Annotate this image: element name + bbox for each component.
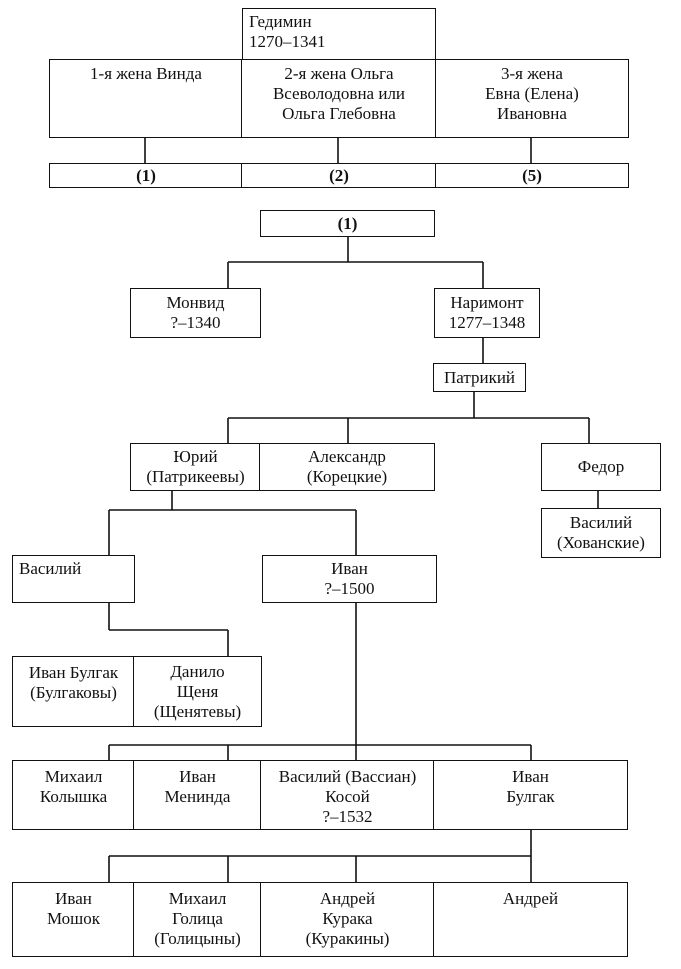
vasiliy-h-house: (Хованские) [557,533,645,552]
node-ivan: Иван ?–1500 [262,555,437,603]
andrey-k-name: Андрей [319,889,376,908]
node-wife-1: 1-я жена Винда [49,59,243,138]
wife-3-line: Евна (Елена) [485,84,579,103]
node-narimont: Наримонт 1277–1348 [434,288,540,338]
node-vasiliy: Василий [12,555,135,603]
mikhail-g-name: Михаил [168,889,227,908]
node-ivan-bulgak: Иван Булгак [433,760,628,830]
mikhail-g-house: (Голицыны) [154,929,241,948]
ivan-mosh-name: Иван [55,889,92,908]
node-mikhail-kolyshka: Михаил Колышка [12,760,135,830]
vasiliy-name: Василий [19,559,82,578]
mikhail-g-nick: Голица [172,909,223,928]
node-wife-2: 2-я жена Ольга Всеволодовна или Ольга Гл… [241,59,437,138]
vasiliy-k-nick: Косой [325,787,370,806]
node-aleksandr: Александр (Корецкие) [259,443,435,491]
danilo-house: (Щенятевы) [153,701,242,721]
ivan-m-nick: Мениндa [164,787,231,806]
count-5: (5) [435,163,629,188]
andrey-k-house: (Куракины) [305,929,390,948]
node-fedor: Федор [541,443,661,491]
danilo-nick: Щеня [176,681,219,701]
branch-root: (1) [260,210,435,237]
narimont-years: 1277–1348 [448,313,526,332]
branch-root-label: (1) [337,213,358,233]
vasiliy-h-name: Василий [569,513,633,532]
wife-2-line: Ольга Глебовна [282,104,396,123]
patrikiy-name: Патрикий [443,367,516,387]
wife-3-line: 3-я жена [501,64,563,83]
danilo-name: Данило [170,661,225,681]
vasiliy-k-name: Василий (Вассиан) [278,767,417,786]
gedimin-name: Гедимин [249,12,312,31]
node-gedimin: Гедимин 1270–1341 [242,8,436,61]
count-1: (1) [49,163,243,188]
wife-3-line: Ивановна [497,104,567,123]
count-1-label: (1) [136,165,156,185]
ivan-bulgak2-name: Иван [512,767,549,786]
count-5-label: (5) [522,165,542,185]
node-ivan-bulgak-bulgakovy: Иван Булгак (Булгаковы) [12,656,135,727]
node-andrey-kuraka: Андрей Курака (Куракины) [260,882,435,957]
yuriy-name: Юрий [173,447,218,466]
node-patrikiy: Патрикий [433,363,526,392]
count-2-label: (2) [329,165,349,185]
node-yuriy: Юрий (Патрикеевы) [130,443,261,491]
node-wife-3: 3-я жена Евна (Елена) Ивановна [435,59,629,138]
node-vasiliy-kosoy: Василий (Вассиан) Косой ?–1532 [260,760,435,830]
ivan-bulgak2-nick: Булгак [506,787,555,806]
narimont-name: Наримонт [450,293,524,312]
node-monvid: Монвид ?–1340 [130,288,261,338]
wife-1-line: 1-я жена Винда [90,64,202,83]
monvid-years: ?–1340 [170,313,221,332]
ivan-m-name: Иван [179,767,216,786]
node-ivan-moshok: Иван Мошок [12,882,135,957]
ivan-name: Иван [331,559,368,578]
node-mikhail-golitsa: Михаил Голица (Голицыны) [133,882,262,957]
monvid-name: Монвид [166,293,225,312]
count-2: (2) [241,163,437,188]
mikhail-k-nick: Колышка [39,787,108,806]
gedimin-years: 1270–1341 [249,32,326,51]
node-danilo: Данило Щеня (Щенятевы) [133,656,262,727]
node-vasiliy-khovanskie: Василий (Хованские) [541,508,661,558]
ivan-mosh-nick: Мошок [46,909,101,928]
wife-2-line: Всеволодовна или [272,84,406,103]
yuriy-house: (Патрикеевы) [146,467,245,486]
aleksandr-house: (Корецкие) [306,467,388,486]
node-ivan-meninda: Иван Мениндa [133,760,262,830]
aleksandr-name: Александр [308,447,386,466]
vasiliy-k-years: ?–1532 [322,807,373,826]
ivan-years: ?–1500 [324,579,375,598]
ivan-bulgak1-name: Иван Булгак [28,663,119,682]
andrey-name: Андрей [502,889,559,908]
fedor-name: Федор [577,457,625,476]
ivan-bulgak1-house: (Булгаковы) [30,683,117,702]
node-andrey: Андрей [433,882,628,957]
andrey-k-nick: Курака [322,909,373,928]
wife-2-line: 2-я жена Ольга [284,64,394,83]
mikhail-k-name: Михаил [44,767,103,786]
